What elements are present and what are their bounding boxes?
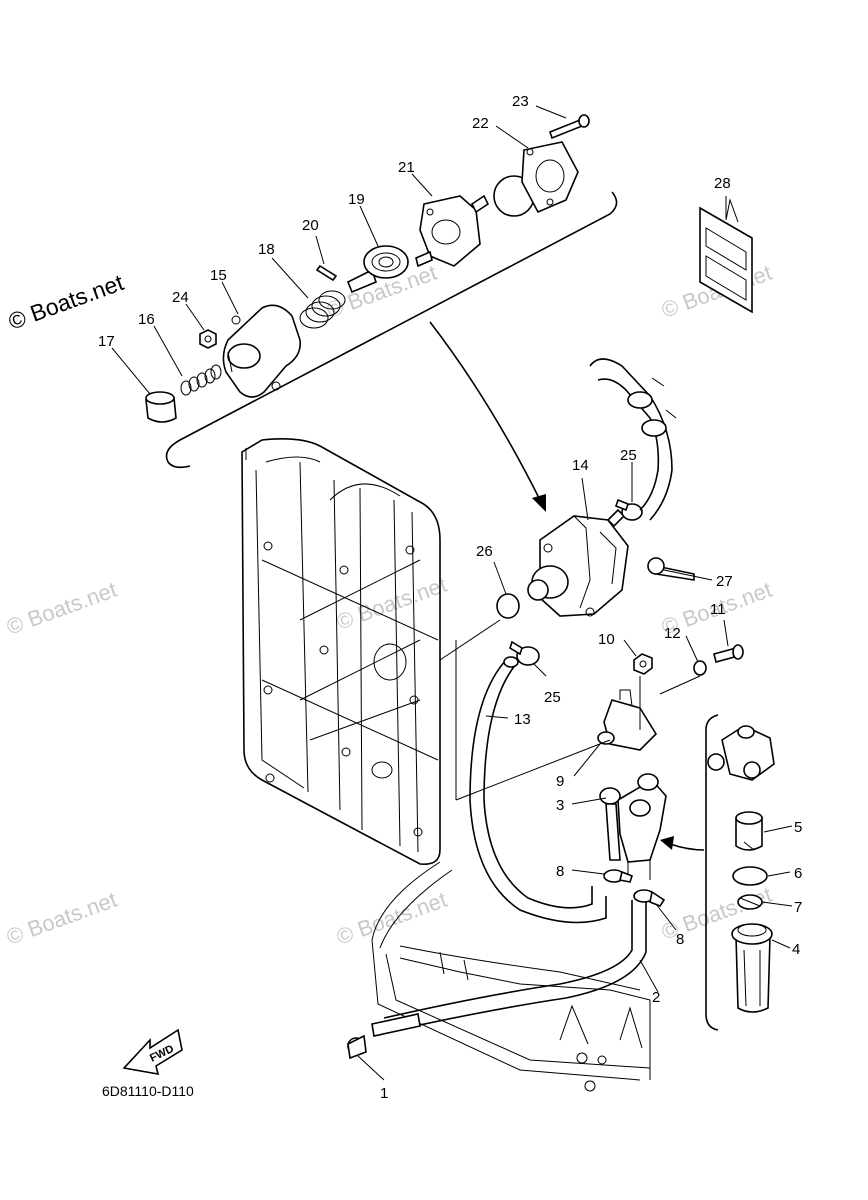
- callout-3: 3: [556, 797, 564, 814]
- callout-4: 4: [792, 941, 800, 958]
- callout-16: 16: [138, 311, 155, 328]
- callout-19: 19: [348, 191, 365, 208]
- callout-6: 6: [794, 865, 802, 882]
- part-6-o-ring: [732, 866, 768, 886]
- assembly-arrow-filter: [660, 836, 705, 851]
- part-13-hose: [469, 656, 607, 924]
- part-15-pump-body: [222, 304, 302, 398]
- part-28-label: [699, 198, 753, 314]
- part-20-pin: [315, 264, 338, 282]
- part-25-clip-upper: [615, 498, 643, 521]
- callout-28: 28: [714, 175, 731, 192]
- callout-18: 18: [258, 241, 275, 258]
- callout-15: 15: [210, 267, 227, 284]
- callout-1: 1: [380, 1085, 388, 1102]
- callout-8-left: 8: [556, 863, 564, 880]
- callout-5: 5: [794, 819, 802, 836]
- callout-27: 27: [716, 573, 733, 590]
- part-5-filter-element: [735, 811, 763, 851]
- assembly-arrow-pump: [429, 321, 546, 512]
- callout-25-upper: 25: [620, 447, 637, 464]
- callout-11: 11: [710, 601, 726, 618]
- watermark-ghost: © Boats.net: [3, 577, 120, 640]
- callout-24: 24: [172, 289, 189, 306]
- callout-26: 26: [476, 543, 493, 560]
- part-26-o-ring: [496, 593, 520, 619]
- part-filter-housing-detail: [707, 725, 775, 781]
- part-2-hose: [383, 900, 647, 1033]
- part-8-clip-left: [603, 869, 633, 883]
- callout-leaders: [111, 105, 793, 1081]
- watermark-ghost: © Boats.net: [3, 887, 120, 950]
- group-bracket-upper: [165, 191, 618, 469]
- callout-7: 7: [794, 899, 802, 916]
- callout-13: 13: [514, 711, 531, 728]
- part-1-fitting: [347, 1013, 421, 1060]
- group-bracket-filter: [705, 714, 719, 1031]
- part-19-diaphragm: [346, 245, 409, 294]
- callout-22: 22: [472, 115, 489, 132]
- callout-17: 17: [98, 333, 115, 350]
- watermark-main: © Boats.net: [5, 269, 128, 335]
- part-7-float: [737, 894, 763, 910]
- callout-2: 2: [652, 989, 660, 1006]
- callout-labels: 23 22 21 19 20 18 15 24 16 17 28 14 25 2…: [98, 93, 802, 1102]
- part-24-nut: [199, 329, 217, 349]
- callout-23: 23: [512, 93, 529, 110]
- fwd-arrow-icon: FWD: [122, 1028, 183, 1076]
- callout-12: 12: [664, 625, 681, 642]
- part-14-fuel-pump: [527, 508, 629, 617]
- part-16-spring: [180, 364, 222, 396]
- watermark-ghost: © Boats.net: [333, 887, 450, 950]
- part-hose-upper: [589, 358, 677, 521]
- part-lower-cowling: [371, 861, 651, 1092]
- part-25-clip-lower: [509, 640, 540, 666]
- callout-8-right: 8: [676, 931, 684, 948]
- part-22-cover-gasket: [493, 141, 579, 217]
- part-21-pump-cover: [415, 194, 490, 268]
- watermark-ghost: © Boats.net: [333, 572, 450, 635]
- part-8-clip-right: [633, 889, 666, 907]
- part-10-nut: [633, 653, 653, 675]
- diagram-code: 6D81110-D110: [102, 1083, 194, 1099]
- part-11-bolt: [713, 644, 744, 663]
- callout-14: 14: [572, 457, 589, 474]
- part-23-screw: [549, 114, 590, 140]
- part-cylinder-cover: [241, 438, 441, 866]
- callout-10: 10: [598, 631, 615, 648]
- callout-25-lower: 25: [544, 689, 561, 706]
- callout-21: 21: [398, 159, 415, 176]
- part-4-filter-cup: [731, 923, 773, 1013]
- callout-20: 20: [302, 217, 319, 234]
- callout-9: 9: [556, 773, 564, 790]
- part-12-washer: [693, 660, 707, 676]
- part-18-spring: [299, 290, 346, 329]
- part-27-bolt: [647, 557, 695, 581]
- part-17-cap: [145, 391, 177, 423]
- watermark-layer: © Boats.net © Boats.net © Boats.net © Bo…: [3, 260, 775, 950]
- part-3-fuel-filter: [599, 773, 667, 880]
